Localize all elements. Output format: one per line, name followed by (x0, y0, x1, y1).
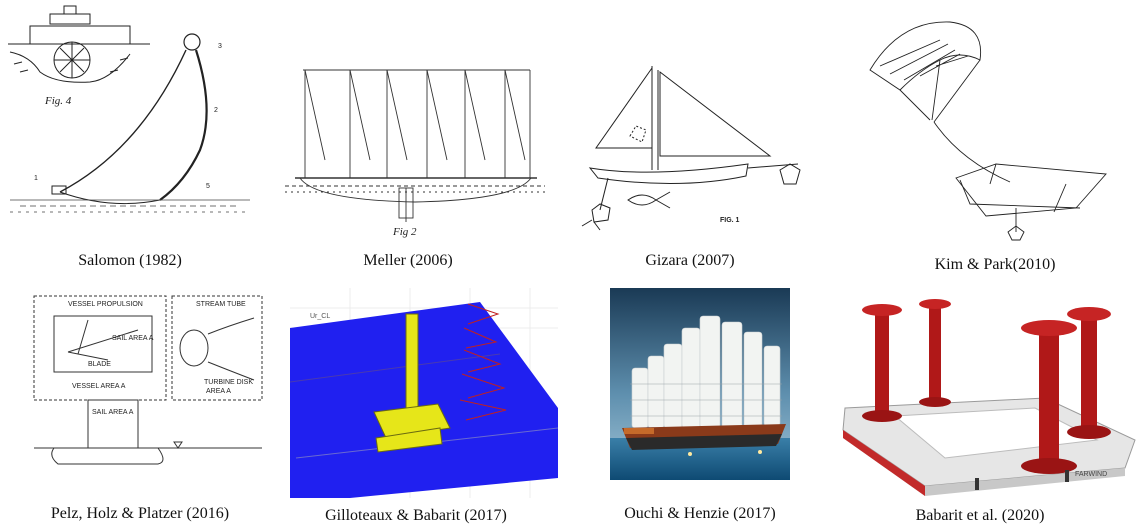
figure-kim-park (860, 10, 1120, 250)
label-vessel-propulsion: VESSEL PROPULSION (68, 301, 143, 308)
kim-park-patent-drawing (869, 21, 1107, 241)
figure-salomon: Fig. 4 3 2 1 5 (0, 0, 260, 240)
svg-text:Fig 2: Fig 2 (392, 226, 417, 238)
svg-text:FIG. 1: FIG. 1 (720, 217, 740, 224)
caption-ouchi: Ouchi & Henzie (2017) (624, 505, 776, 522)
label-turbine-area: AREA A (206, 388, 231, 395)
label-sail-area-2: SAIL AREA A (92, 409, 134, 416)
label-blade: BLADE (88, 361, 111, 368)
caption-gizara: Gizara (2007) (645, 252, 735, 269)
figure-babarit: FARWIND (835, 290, 1141, 498)
babarit-farwind-render: FARWIND (842, 299, 1136, 496)
svg-text:3: 3 (218, 43, 222, 50)
ouchi-rendering (610, 288, 790, 480)
farwind-label: FARWIND (1075, 471, 1107, 478)
gizara-patent-drawing: FIG. 1 (581, 66, 801, 231)
figure-pelz: VESSEL PROPULSION STREAM TUBE SAIL AREA … (28, 290, 268, 490)
svg-text:1: 1 (34, 175, 38, 182)
figure-meller: Fig 2 (275, 50, 550, 240)
salomon-patent-drawing: Fig. 4 3 2 1 5 (8, 5, 250, 213)
figure-gizara: FIG. 1 (570, 60, 820, 240)
figure-gilloteaux: Ur_CL (290, 288, 558, 498)
label-vessel-area: VESSEL AREA A (72, 383, 126, 390)
svg-text:2: 2 (214, 107, 218, 114)
label-stream-tube: STREAM TUBE (196, 301, 246, 308)
meller-patent-drawing: Fig 2 (285, 69, 545, 238)
label-turbine-disk: TURBINE DISK (204, 379, 253, 386)
svg-text:Fig. 4: Fig. 4 (44, 95, 72, 107)
gilloteaux-simulation-render: Ur_CL (290, 288, 558, 498)
label-sail-area: SAIL AREA A (112, 335, 154, 342)
pelz-schematic: VESSEL PROPULSION STREAM TUBE SAIL AREA … (33, 295, 263, 465)
caption-salomon: Salomon (1982) (78, 252, 182, 269)
caption-meller: Meller (2006) (363, 252, 453, 269)
caption-babarit: Babarit et al. (2020) (915, 507, 1045, 524)
caption-kim-park: Kim & Park(2010) (934, 256, 1056, 273)
svg-text:Ur_CL: Ur_CL (310, 313, 330, 320)
svg-text:5: 5 (206, 183, 210, 190)
figure-ouchi (610, 288, 790, 480)
caption-pelz: Pelz, Holz & Platzer (2016) (50, 505, 230, 522)
caption-gilloteaux: Gilloteaux & Babarit (2017) (325, 507, 507, 524)
